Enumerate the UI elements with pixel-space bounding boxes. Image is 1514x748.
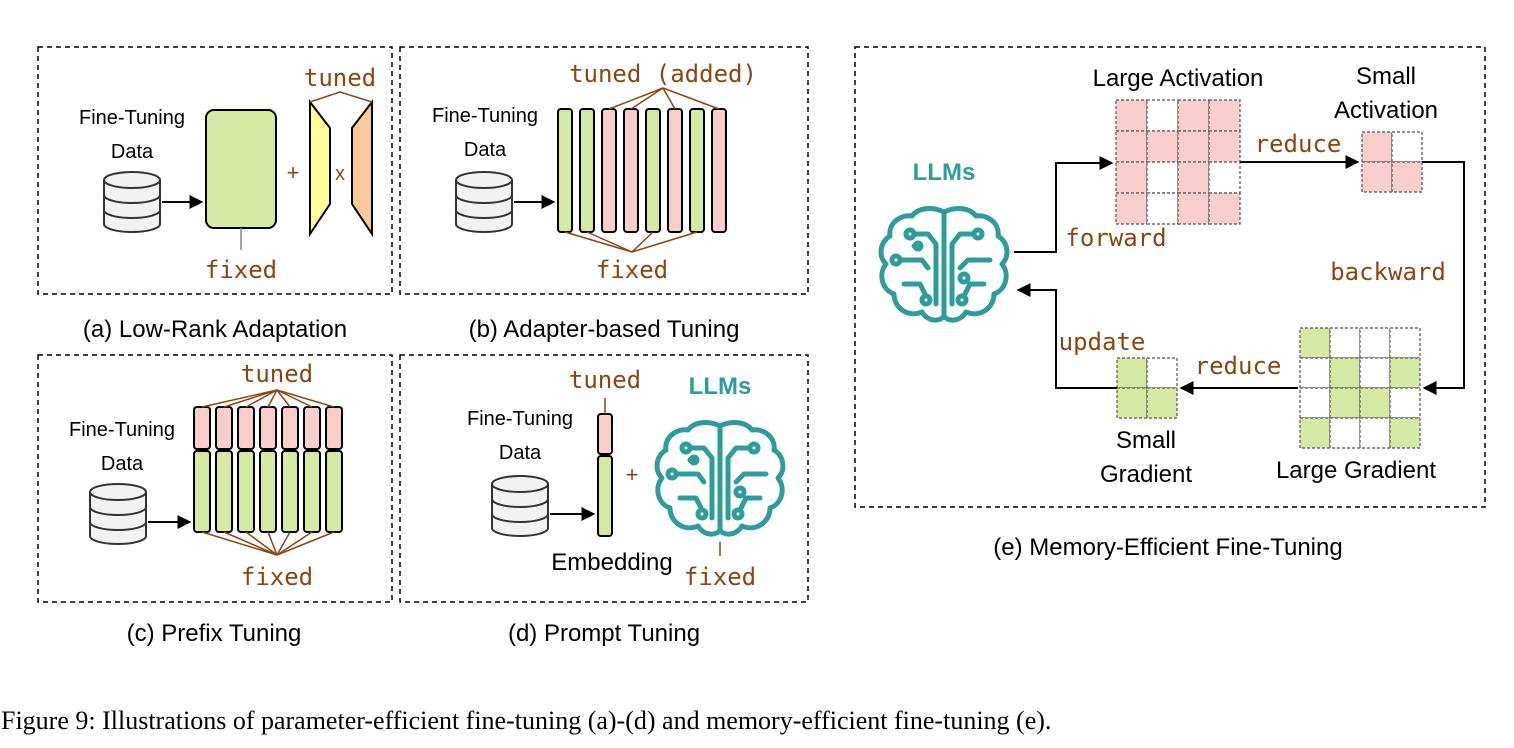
fixed-layer [645,108,661,233]
panel-a: Fine-Tuning Data fixed + x tuned [37,46,393,295]
tuned-label: tuned [569,366,641,394]
tuned-label: tuned [304,64,376,92]
data-label: Fine-Tuning [79,107,185,129]
panel-c: Fine-Tuning Data [37,354,393,603]
reduce-label: reduce [1195,352,1282,380]
fixed-layer [689,108,705,233]
forward-label: forward [1065,224,1166,252]
fixed-label: fixed [205,256,277,284]
embedding-block [597,455,613,537]
fixed-connectors [201,531,335,556]
figure-caption: Figure 9: Illustrations of parameter-eff… [1,706,1051,735]
prefix-block [193,406,211,450]
reduce-label: reduce [1255,130,1342,158]
tuned-connector [309,91,373,103]
fixed-layer [579,108,595,233]
prefix-block [237,406,255,450]
data-label: Data [101,453,144,475]
fixed-layer [193,450,211,533]
plus-sign: + [287,160,300,185]
fixed-layer [557,108,573,233]
backward-arrow [1422,161,1465,395]
fixed-layer [281,450,299,533]
caption-e: (e) Memory-Efficient Fine-Tuning [993,534,1342,561]
small-gradient-label: Gradient [1100,461,1192,488]
fixed-layer [325,450,343,533]
panel-e-border [854,46,1486,508]
times-sign: x [335,163,345,185]
small-activation-grid [1361,131,1423,193]
data-label: Fine-Tuning [467,408,573,430]
panel-e: LLMs Large Activation Small Activation [854,46,1486,508]
prefix-block [281,406,299,450]
large-activation-label: Large Activation [1093,65,1264,92]
panel-d-border [399,354,809,603]
update-label: update [1059,328,1146,356]
adapter-layer [601,108,617,233]
panel-d: Fine-Tuning Data tuned Embedding + LLMs … [399,354,809,603]
database-icon [103,171,161,233]
embedding-label: Embedding [551,549,672,576]
llms-label: LLMs [689,373,752,400]
caption-c: (c) Prefix Tuning [127,620,302,647]
small-gradient-label: Small [1116,427,1176,454]
fixed-label: fixed [684,563,756,591]
tuned-label: tuned (added) [569,60,757,88]
data-label: Data [499,442,542,464]
adapter-layer [667,108,683,233]
large-gradient-grid [1299,327,1421,449]
panel-b: Fine-Tuning Data tuned (added) fixed [399,46,809,295]
caption-b: (b) Adapter-based Tuning [469,316,740,343]
llms-label: LLMs [913,159,976,186]
adapter-layers [557,108,727,233]
lora-matrix-b [351,99,373,238]
large-activation-grid [1115,99,1241,225]
prefix-block [215,406,233,450]
fixed-connectors [564,231,698,253]
data-label: Data [111,141,154,163]
panel-c-border [37,354,393,603]
prefix-block [325,406,343,450]
brain-circuit-icon [881,209,1007,321]
fixed-label: fixed [596,256,668,284]
small-activation-label: Small [1356,63,1416,90]
tuned-label: tuned [241,360,313,388]
frozen-weight-block [205,109,277,229]
soft-prompt-block [597,413,613,455]
prefix-block [259,406,277,450]
fixed-layer [237,450,255,533]
plus-sign: + [626,462,639,487]
data-label: Fine-Tuning [432,105,538,127]
panel-a-border [37,46,393,295]
data-label: Fine-Tuning [69,419,175,441]
caption-a: (a) Low-Rank Adaptation [83,316,347,343]
fixed-layer [259,450,277,533]
brain-circuit-icon [657,423,783,535]
adapter-layer [623,108,639,233]
prefix-block [303,406,321,450]
small-gradient-grid [1116,357,1178,419]
fixed-label: fixed [241,563,313,591]
update-arrow [1016,283,1117,389]
prefix-layers [193,406,343,533]
large-gradient-label: Large Gradient [1276,457,1436,484]
small-activation-label: Activation [1334,97,1438,124]
tuned-connectors [608,87,720,110]
database-icon [491,475,549,537]
lora-matrix-a [309,99,331,238]
backward-label: backward [1330,258,1446,286]
fixed-layer [215,450,233,533]
database-icon [455,171,513,233]
database-icon [89,483,147,545]
forward-arrow [1014,156,1114,253]
fixed-layer [303,450,321,533]
adapter-layer [711,108,727,233]
caption-d: (d) Prompt Tuning [508,620,700,647]
tuned-connectors [201,389,335,408]
panel-b-border [399,46,809,295]
data-label: Data [464,139,507,161]
